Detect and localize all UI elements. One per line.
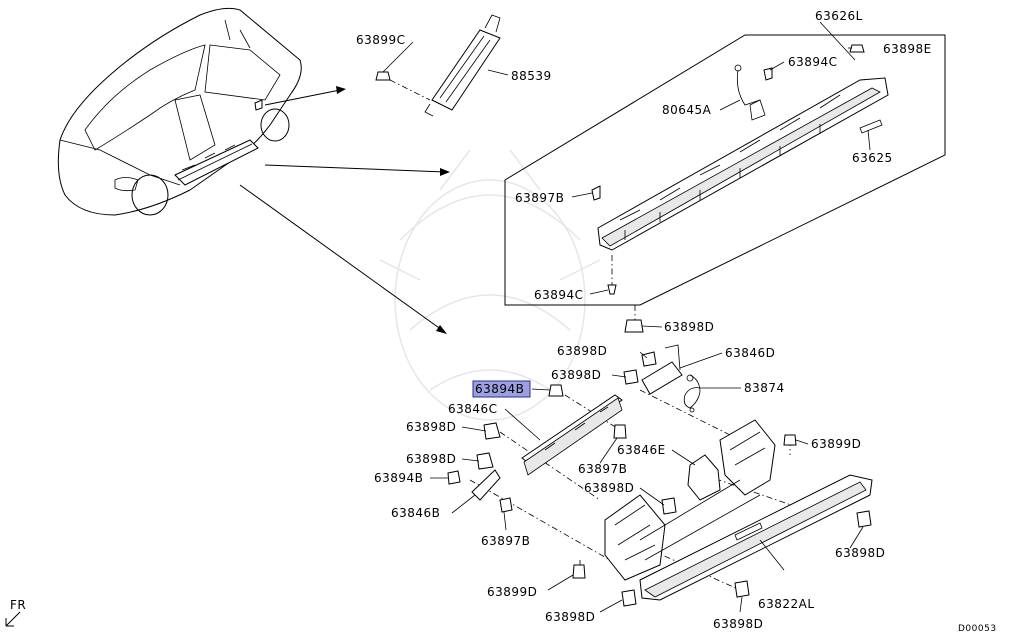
- harness-83874: [683, 374, 701, 413]
- label-63894B: 63894B: [374, 471, 423, 485]
- label-63898D-c: 63898D: [551, 368, 601, 382]
- label-63626L: 63626L: [815, 9, 863, 23]
- label-80645A: 80645A: [662, 103, 712, 117]
- part-63626L-sill-garnish: [591, 44, 889, 295]
- fasteners-lower: [447, 319, 872, 607]
- label-63899D-right: 63899D: [811, 437, 861, 451]
- label-63625: 63625: [852, 151, 893, 165]
- fastener-63899C: [375, 71, 431, 101]
- label-63899D-low: 63899D: [487, 585, 537, 599]
- label-63898D-g: 63898D: [835, 546, 885, 560]
- label-63822AL: 63822AL: [758, 597, 815, 611]
- label-63846D: 63846D: [725, 346, 775, 360]
- label-63897B-low: 63897B: [481, 534, 530, 548]
- part-63846D-bracket: [641, 344, 683, 395]
- step-frame-assembly: [604, 419, 776, 581]
- label-63894C-low: 63894C: [534, 288, 584, 302]
- vehicle-illustration: [57, 7, 302, 216]
- label-63899C: 63899C: [356, 33, 406, 47]
- label-63897B-mid: 63897B: [578, 462, 627, 476]
- part-63846E-bracket: [687, 454, 721, 501]
- label-63894C-top: 63894C: [788, 55, 838, 69]
- label-63898D-b: 63898D: [557, 344, 607, 358]
- label-63898E: 63898E: [883, 42, 932, 56]
- direction-label: FR: [10, 598, 26, 612]
- front-direction-arrow-icon: [5, 611, 21, 627]
- watermark-emblem: [379, 149, 601, 421]
- part-63822AL-running-board: [639, 474, 873, 601]
- label-63846B: 63846B: [391, 506, 440, 520]
- label-63898D-d: 63898D: [406, 420, 456, 434]
- label-83874: 83874: [744, 381, 785, 395]
- label-63898D-f: 63898D: [584, 481, 634, 495]
- highlight-box: [472, 380, 531, 398]
- label-63898D-i: 63898D: [713, 617, 763, 631]
- part-labels: 63899C 88539 63626L 63898E 63894C 80645A…: [356, 9, 932, 631]
- label-63898D-e: 63898D: [406, 452, 456, 466]
- label-63894B-highlighted[interactable]: 63894B: [475, 382, 524, 396]
- leader-lines: [382, 21, 871, 613]
- label-63846C: 63846C: [448, 402, 498, 416]
- label-63898D-h: 63898D: [545, 610, 595, 624]
- part-63846B-bracket: [471, 469, 501, 501]
- label-63898D-a: 63898D: [664, 320, 714, 334]
- part-63846C-bracket: [521, 394, 623, 476]
- label-63846E: 63846E: [617, 443, 666, 457]
- inset-panel: [504, 34, 946, 306]
- part-88539: [424, 14, 501, 117]
- callout-arrows: [239, 86, 450, 334]
- label-88539: 88539: [511, 69, 552, 83]
- label-63897B-top: 63897B: [515, 191, 564, 205]
- diagram-code: D00053: [958, 624, 997, 634]
